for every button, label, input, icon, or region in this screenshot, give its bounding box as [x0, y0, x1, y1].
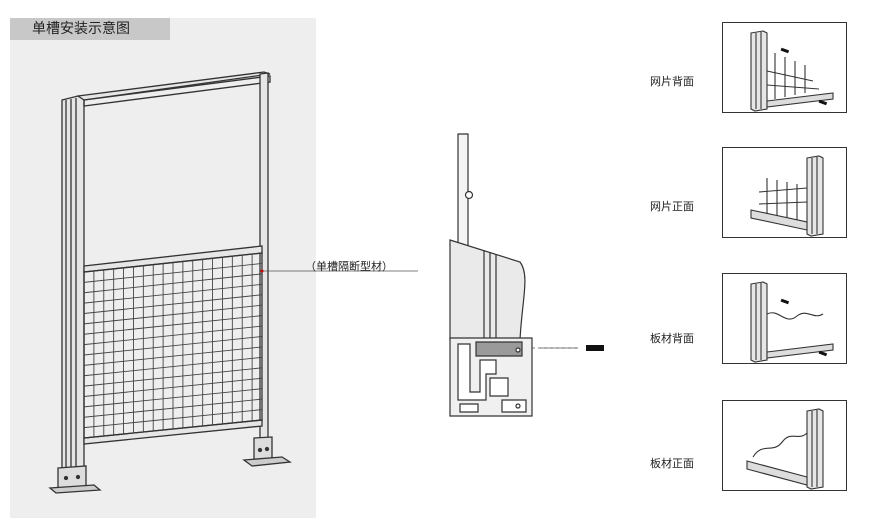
panel-front-corner-icon: [722, 400, 847, 491]
page-title: 单槽安装示意图: [10, 18, 170, 40]
panel-back-corner-icon: [722, 273, 847, 364]
mesh-front-corner-icon: [722, 147, 847, 238]
mesh-back-corner-icon: [722, 22, 847, 113]
view-label-mesh-front: 网片正面: [650, 200, 694, 213]
view-label-panel-front: 板材正面: [650, 457, 694, 470]
profile-callout-label: （单槽隔断型材）: [305, 260, 393, 273]
view-label-panel-back: 板材背面: [650, 332, 694, 345]
view-label-mesh-back: 网片背面: [650, 75, 694, 88]
